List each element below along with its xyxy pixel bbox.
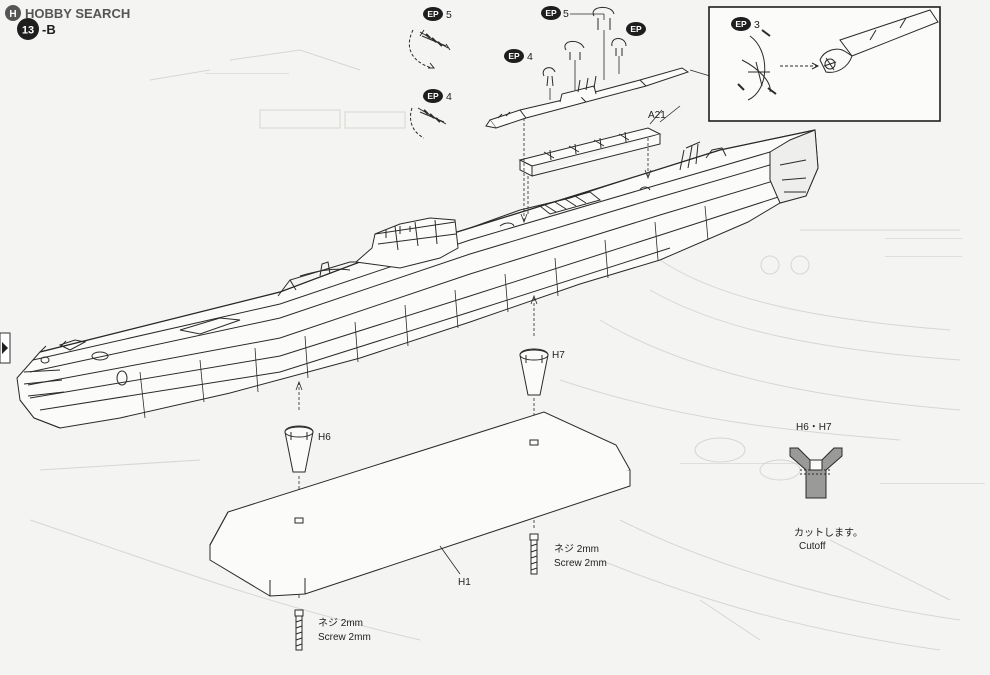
ep-badge-text: EP [735, 19, 747, 29]
h1-leader-line [439, 545, 461, 575]
screw-right-jp: ネジ 2mm [554, 543, 599, 555]
svg-text:———————————————: ——————————————— [880, 480, 985, 487]
ep-badge-right: EP [626, 22, 646, 36]
svg-text:————————————: ———————————— [205, 70, 289, 77]
stand-pedestal-h6 [284, 425, 314, 473]
ep-badge-text: EP [630, 24, 642, 34]
step-suffix: -B [42, 22, 56, 37]
ep-number: 5 [563, 8, 569, 20]
stand-pedestal-h7 [519, 348, 549, 396]
screw-right-en: Screw 2mm [554, 558, 607, 569]
svg-text:————————————————————: ———————————————————— [680, 460, 820, 467]
base-plate-h1 [209, 411, 631, 597]
screw-left-part [294, 609, 304, 651]
submarine-hull [16, 129, 819, 429]
ep-number: 4 [527, 51, 533, 63]
ep-badge-5-top: EP 5 [423, 7, 452, 21]
svg-text:———————————: ——————————— [885, 253, 962, 260]
watermark-brand: HOBBY SEARCH [25, 6, 130, 21]
label-h1: H1 [458, 577, 471, 588]
hull-outline [16, 129, 819, 429]
ep-number: 4 [446, 91, 452, 103]
assembly-guide-lines [520, 13, 711, 224]
ep-number: 3 [754, 19, 760, 31]
mast-assembly-part [485, 67, 690, 129]
a21-leader-line [649, 109, 663, 125]
ep-badge-text: EP [427, 9, 439, 19]
ep-number: 5 [446, 9, 452, 21]
label-cut-en: Cutoff [799, 541, 826, 552]
ep-badge-3-inset: EP 3 [731, 17, 760, 31]
ep-badge-text: EP [427, 91, 439, 101]
label-h6: H6 [318, 432, 331, 443]
screw-right-part [529, 533, 539, 575]
ep-badge-4-group: EP 4 [504, 49, 533, 63]
ep-badge-text: EP [545, 8, 557, 18]
part-a21-rail [518, 127, 662, 177]
screw-left-jp: ネジ 2mm [318, 617, 363, 629]
ep-badge-5-group: EP 5 [541, 6, 569, 20]
step-marker: 13 -B [17, 18, 56, 40]
svg-text:———————————: ——————————— [885, 235, 962, 242]
label-cut-part: H6・H7 [796, 422, 832, 433]
ep-badge-text: EP [508, 51, 520, 61]
watermark-logo-initial: H [9, 9, 16, 20]
label-h7: H7 [552, 350, 565, 361]
screw-left-en: Screw 2mm [318, 632, 371, 643]
step-number: 13 [22, 25, 34, 37]
ep-parts-cluster [408, 7, 627, 139]
cutoff-detail-part [789, 447, 843, 499]
ep-badge-4-top: EP 4 [423, 89, 452, 103]
hobby-search-watermark: H HOBBY SEARCH [5, 5, 130, 21]
label-cut-jp: カットします。 [794, 527, 863, 539]
page-edge-arrow-icon [0, 332, 11, 364]
label-a21: A21 [648, 110, 666, 121]
